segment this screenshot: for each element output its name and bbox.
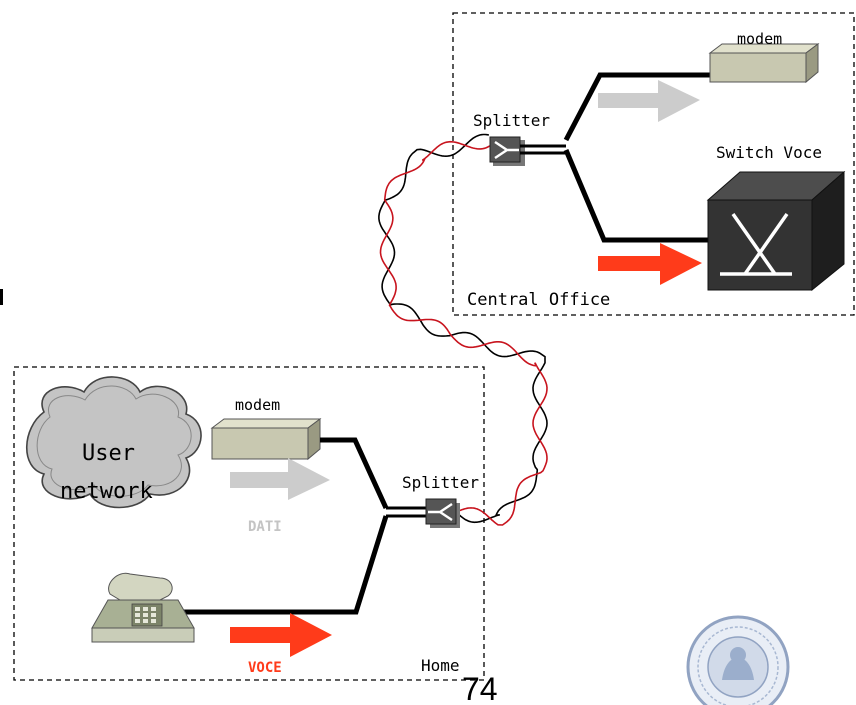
home-splitter-icon: [425, 498, 460, 528]
co-voice-arrow: [598, 243, 702, 285]
home-data-arrow: [230, 458, 330, 500]
home-modem-label: modem: [235, 396, 280, 414]
university-seal-icon: [686, 615, 790, 705]
cloud-label-line2: network: [60, 479, 153, 504]
co-splitter-label: Splitter: [473, 111, 550, 130]
home-line-to-phone: [182, 515, 389, 615]
slide-edge-mark: [0, 289, 3, 305]
wire-red: [379, 140, 548, 526]
co-data-arrow: [598, 80, 700, 122]
co-line-to-modem: [563, 72, 712, 142]
twisted-pair-wire: [378, 133, 548, 526]
cloud-label-line1: User: [82, 441, 135, 466]
home-label: Home: [421, 656, 460, 675]
telephone-icon: [91, 572, 195, 643]
co-modem-label: modem: [737, 30, 782, 48]
central-office-label: Central Office: [467, 290, 610, 310]
page-number: 74: [462, 671, 498, 705]
cloud-icon: [25, 376, 202, 509]
wire-black: [378, 133, 548, 524]
switch-icon: [706, 170, 846, 292]
home-splitter-label: Splitter: [402, 473, 479, 492]
home-voice-label: VOCE: [248, 660, 282, 676]
co-splitter-icon: [489, 136, 525, 166]
home-line-to-modem: [320, 437, 389, 510]
co-modem-icon: [708, 43, 820, 84]
central-office-box: [452, 12, 855, 316]
co-line-to-switch: [563, 149, 712, 243]
home-data-label: DATI: [248, 519, 282, 535]
home-voice-arrow: [230, 613, 332, 657]
home-box: [13, 366, 485, 681]
home-modem-icon: [210, 418, 322, 461]
switch-label: Switch Voce: [716, 143, 822, 162]
